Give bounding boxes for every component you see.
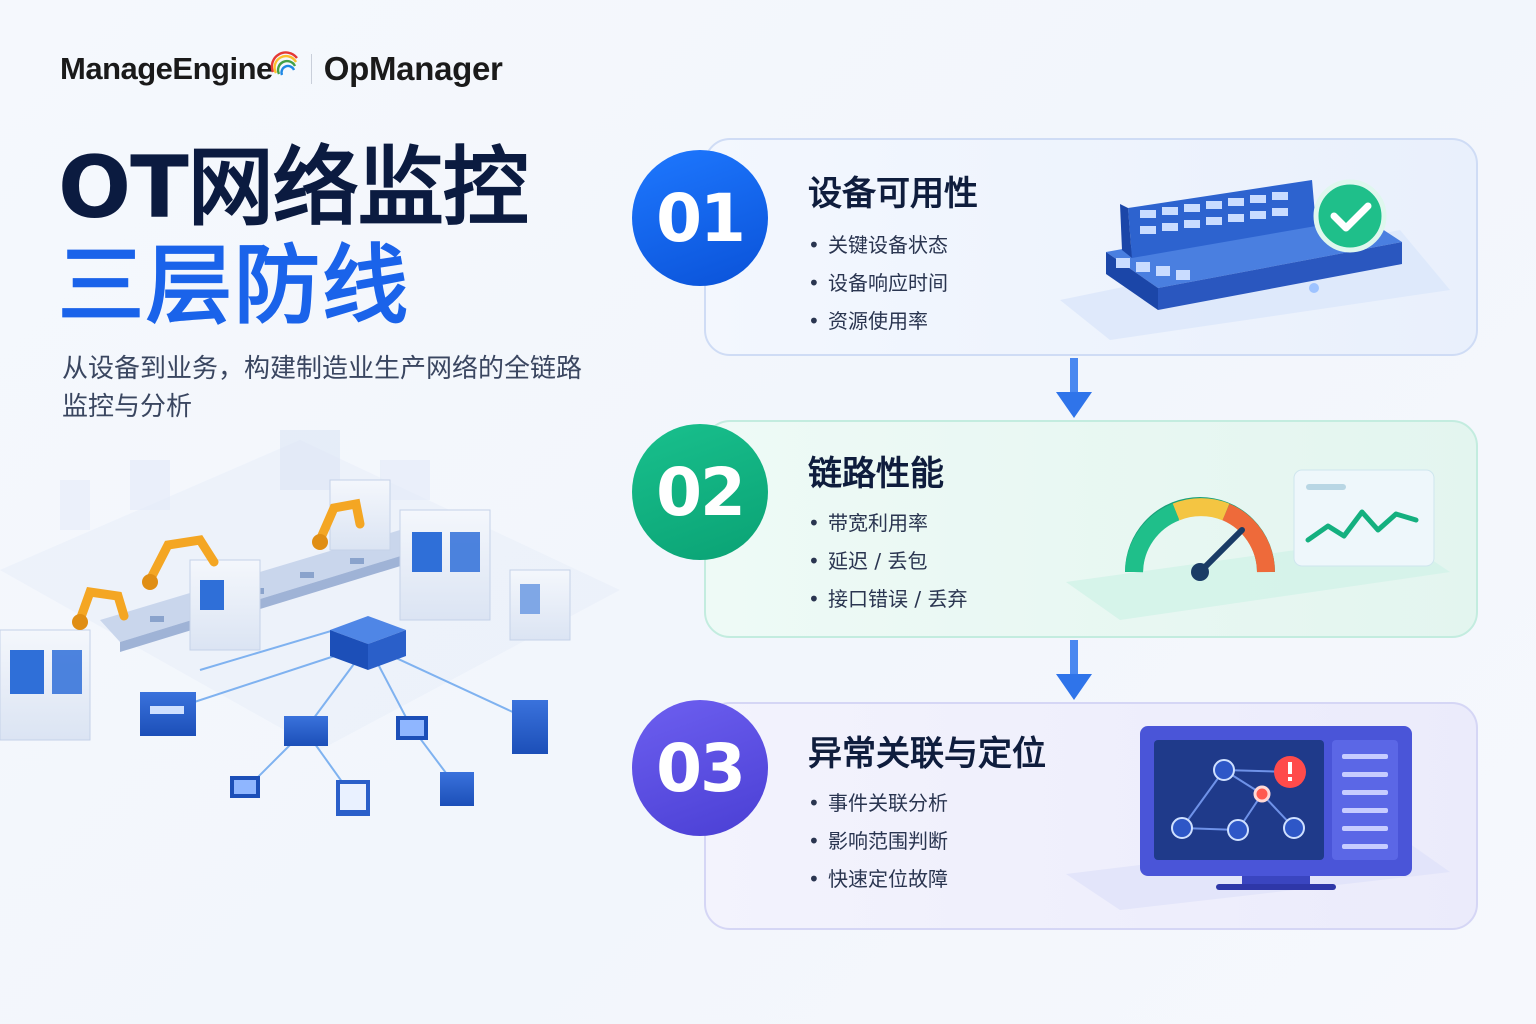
product-name: OpManager <box>323 50 503 87</box>
card2-bullet: 带宽利用率 <box>808 504 967 542</box>
brand-logo: ManageEngine OpManager <box>60 44 503 94</box>
card1-bullets: 关键设备状态 设备响应时间 资源使用率 <box>808 226 948 340</box>
card3-title: 异常关联与定位 <box>808 734 1046 774</box>
card2-bullet: 接口错误 / 丢弃 <box>808 580 967 618</box>
arrow-down-icon <box>1056 358 1092 418</box>
card3-bullet: 影响范围判断 <box>808 822 948 860</box>
card2-bullets: 带宽利用率 延迟 / 丢包 接口错误 / 丢弃 <box>808 504 967 618</box>
brand-divider <box>310 54 312 84</box>
gauge-trend-icon <box>1066 469 1450 620</box>
hero-title-line1: OT网络监控 <box>58 138 529 238</box>
card1-title: 设备可用性 <box>808 174 978 214</box>
card2-number: 02 <box>632 424 768 560</box>
company-name: ManageEngine <box>60 51 273 86</box>
card1-bullet: 资源使用率 <box>808 302 948 340</box>
hero-subtitle: 从设备到业务，构建制造业生产网络的全链路监控与分析 <box>62 354 583 422</box>
card2-bullet: 延迟 / 丢包 <box>808 542 967 580</box>
card3-bullet: 快速定位故障 <box>808 860 948 898</box>
card3-number: 03 <box>632 700 768 836</box>
hero-title-line2: 三层防线 <box>58 236 410 336</box>
brand-arc-icon <box>270 51 298 76</box>
card3-bullet: 事件关联分析 <box>808 784 948 822</box>
factory-network-illustration <box>0 430 620 816</box>
card2-title: 链路性能 <box>808 454 944 494</box>
card1-bullet: 关键设备状态 <box>808 226 948 264</box>
card3-bullets: 事件关联分析 影响范围判断 快速定位故障 <box>808 784 948 898</box>
topology-alert-monitor-icon <box>1066 726 1450 910</box>
arrow-down-icon <box>1056 640 1092 700</box>
network-switch-check-icon <box>1060 179 1450 340</box>
card1-bullet: 设备响应时间 <box>808 264 948 302</box>
card1-number: 01 <box>632 150 768 286</box>
